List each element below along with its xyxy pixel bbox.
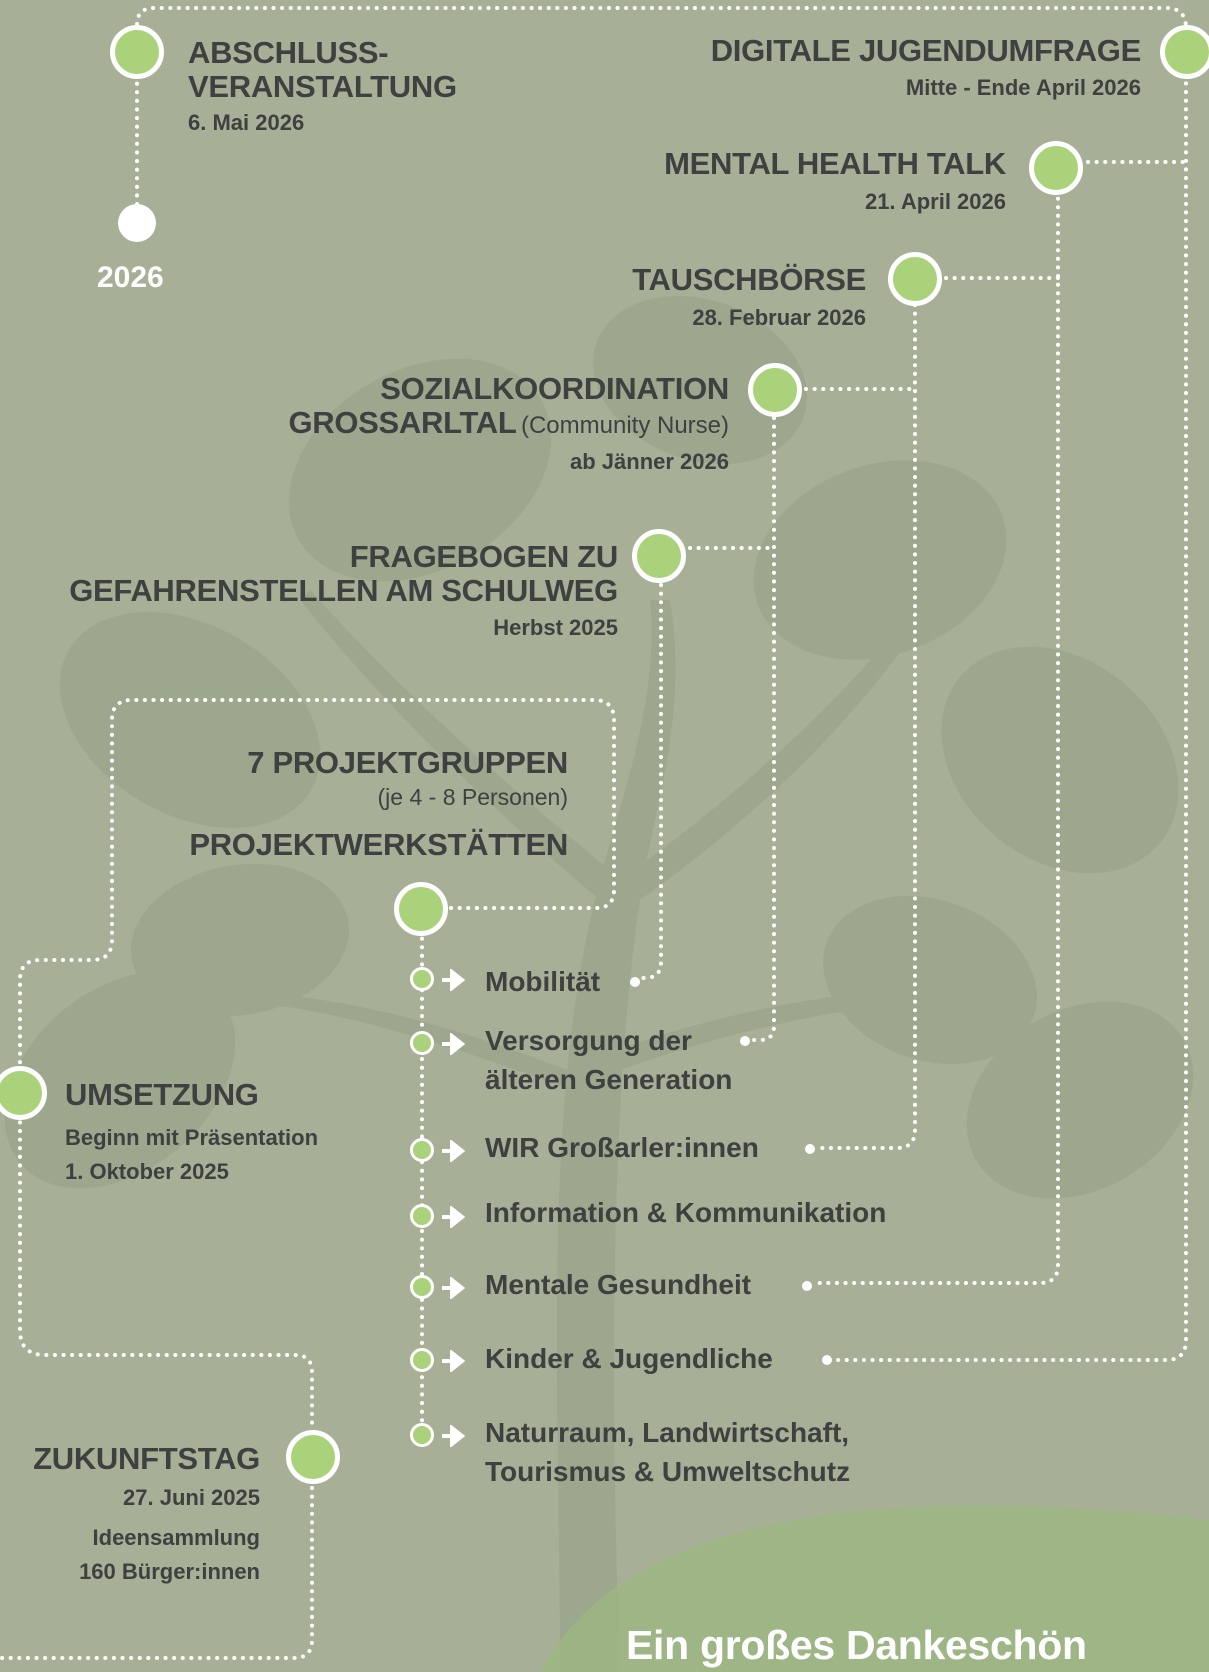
abschluss-title-2: VERANSTALTUNG [188,69,457,104]
node-fragebogen [632,529,686,583]
group-naturraum-1: Naturraum, Landwirtschaft, [485,1417,850,1448]
mental-talk-date: 21. April 2026 [864,189,1006,214]
zukunftstag-title: ZUKUNFTSTAG [33,1441,260,1476]
zukunftstag-date: 27. Juni 2025 [123,1485,260,1510]
group-end-dot [630,977,640,987]
zukunftstag-line-1: Ideensammlung [92,1525,260,1550]
group-kinder: Kinder & Jugendliche [485,1343,773,1374]
node-sozial [748,363,802,417]
group-node-mobilitaet [410,967,434,991]
node-zukunftstag [286,1430,340,1484]
sozial-note: (Community Nurse) [520,412,729,439]
year-label: 2026 [97,261,164,294]
node-umsetzung [0,1066,47,1120]
node-jugendumfrage [1160,25,1209,79]
group-naturraum-2: Tourismus & Umweltschutz [485,1456,851,1487]
projektgruppen-note: (je 4 - 8 Personen) [377,784,568,810]
umsetzung-title: UMSETZUNG [65,1077,259,1112]
group-node-versorgung [410,1031,434,1055]
group-mobilitaet: Mobilität [485,966,601,997]
umsetzung-line-1: Beginn mit Präsentation [65,1125,319,1150]
arrow-right-icon [442,969,466,991]
arrow-right-icon [442,1206,466,1228]
projektgruppen-subtitle: PROJEKTWERKSTÄTTEN [189,827,568,862]
projektgruppen-title: 7 PROJEKTGRUPPEN [247,745,568,780]
group-node-information [410,1204,434,1228]
arrow-right-icon [442,1350,466,1372]
jugendumfrage-date: Mitte - Ende April 2026 [905,75,1141,100]
group-versorgung-2: älteren Generation [485,1064,733,1095]
fragebogen-date: Herbst 2025 [493,615,618,640]
node-abschluss [110,25,164,79]
abschluss-title-1: ABSCHLUSS- [188,35,389,70]
arrow-right-icon [442,1033,466,1055]
group-end-dot [822,1355,832,1365]
tauschboerse-date: 28. Februar 2026 [692,305,866,330]
group-end-dot [740,1036,750,1046]
abschluss-date: 6. Mai 2026 [188,110,305,135]
group-node-mentale [410,1275,434,1299]
fragebogen-title-1: FRAGEBOGEN ZU [349,539,619,574]
thanks-heading: Ein großes Dankeschön [626,1622,1087,1668]
year-end-node [118,204,156,242]
group-node-kinder [410,1348,434,1372]
umsetzung-line-2: 1. Oktober 2025 [65,1159,229,1184]
arrow-right-icon [442,1425,466,1447]
node-mental-talk [1029,141,1083,195]
arrow-right-icon [442,1140,466,1162]
group-node-naturraum [410,1423,434,1447]
fragebogen-title-2: GEFAHRENSTELLEN AM SCHULWEG [69,573,618,608]
group-mentale: Mentale Gesundheit [485,1269,752,1300]
group-end-dot [802,1281,812,1291]
group-wir: WIR Großarler:innen [485,1132,759,1163]
sozial-date: ab Jänner 2026 [570,449,729,474]
sozial-title-2: GROSSARLTAL [288,405,517,440]
group-information: Information & Kommunikation [485,1197,887,1228]
node-projektgruppen [394,882,448,936]
group-node-wir [410,1138,434,1162]
arrow-right-icon [442,1277,466,1299]
tauschboerse-title: TAUSCHBÖRSE [632,262,866,297]
group-versorgung-1: Versorgung der [485,1025,692,1056]
jugendumfrage-title: DIGITALE JUGENDUMFRAGE [710,33,1142,68]
sozial-title-1: SOZIALKOORDINATION [380,371,729,406]
mental-talk-title: MENTAL HEALTH TALK [664,146,1006,181]
sozial-title-2-line: GROSSARLTAL (Community Nurse) [288,406,729,440]
group-end-dot [805,1144,815,1154]
node-tauschboerse [888,252,942,306]
zukunftstag-line-2: 160 Bürger:innen [79,1559,260,1584]
